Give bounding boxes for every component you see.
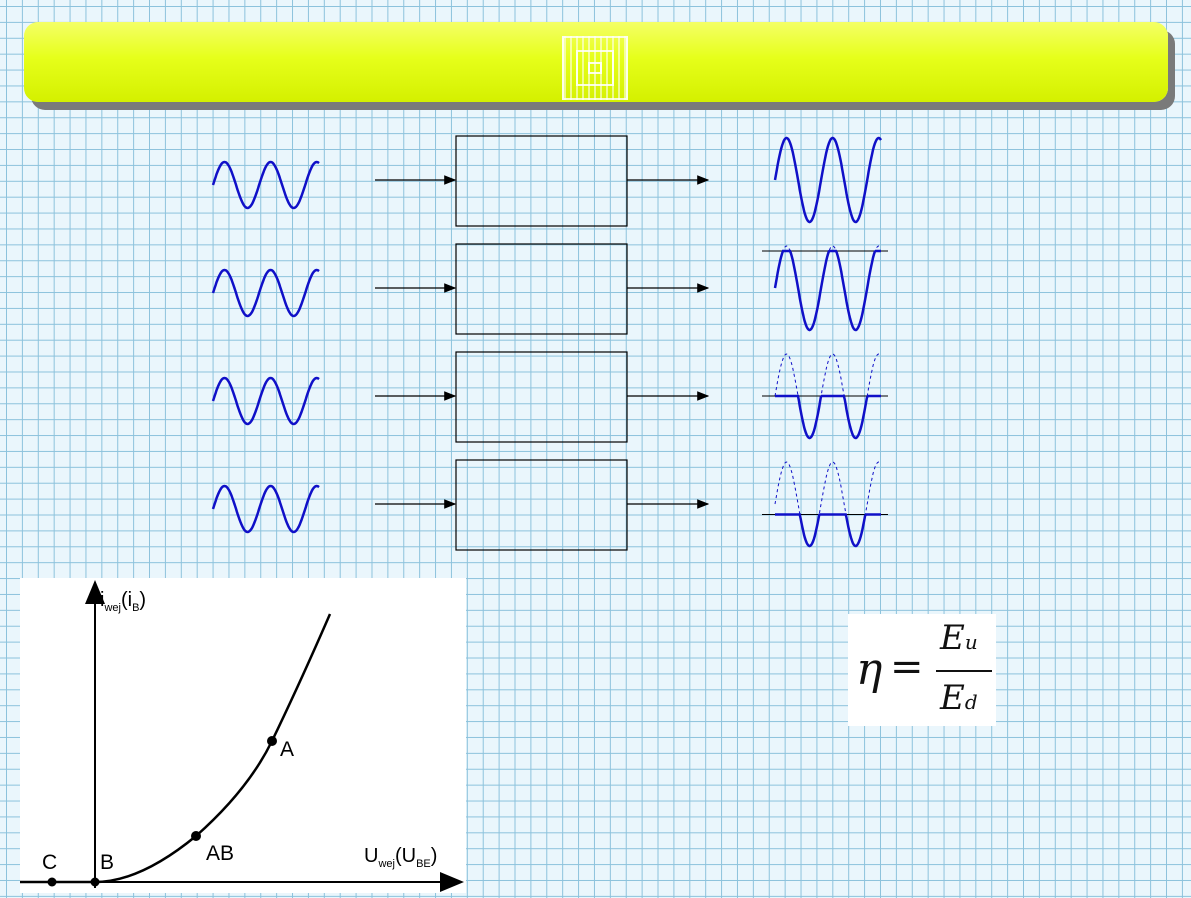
output-ideal-wave-3 [774, 353, 882, 439]
input-sine-4 [211, 484, 320, 534]
input-sine-2 [211, 268, 320, 318]
output-wave-1 [773, 136, 883, 224]
point-AB [191, 831, 201, 841]
svg-text:iwej(iB): iwej(iB) [100, 589, 146, 614]
label-C: C [42, 851, 57, 874]
amplifier-block-2 [455, 243, 628, 335]
input-sine-1 [211, 160, 320, 210]
formula-numerator: Eu [940, 618, 978, 658]
amplifier-block-3 [455, 351, 628, 443]
output-wave-2 [773, 249, 881, 332]
label-A: A [280, 738, 294, 761]
output-ideal-wave-4 [774, 461, 882, 547]
svg-text:Uwej(UBE): Uwej(UBE) [364, 845, 437, 870]
efficiency-formula: η = Eu Ed [848, 614, 996, 726]
y-axis-label: iwej(iB) [100, 589, 146, 614]
fraction-bar [936, 670, 992, 672]
output-wave-3 [775, 394, 881, 440]
banner-decoration [562, 36, 628, 100]
characteristic-curve [20, 613, 332, 884]
label-AB: AB [206, 842, 234, 865]
point-A [267, 736, 277, 746]
x-axis-label: Uwej(UBE) [364, 845, 437, 870]
label-B: B [100, 851, 114, 874]
transfer-characteristic-graph: C B AB A iwej(iB) Uwej(UBE) [20, 578, 466, 893]
point-B [90, 877, 100, 887]
formula-equals: = [890, 644, 924, 690]
input-sine-3 [211, 376, 320, 426]
formula-eta: η [856, 644, 883, 695]
amplifier-block-1 [455, 135, 628, 227]
formula-denominator: Ed [940, 678, 978, 718]
point-C [47, 877, 57, 887]
output-wave-4 [775, 513, 881, 548]
amplifier-block-4 [455, 459, 628, 551]
